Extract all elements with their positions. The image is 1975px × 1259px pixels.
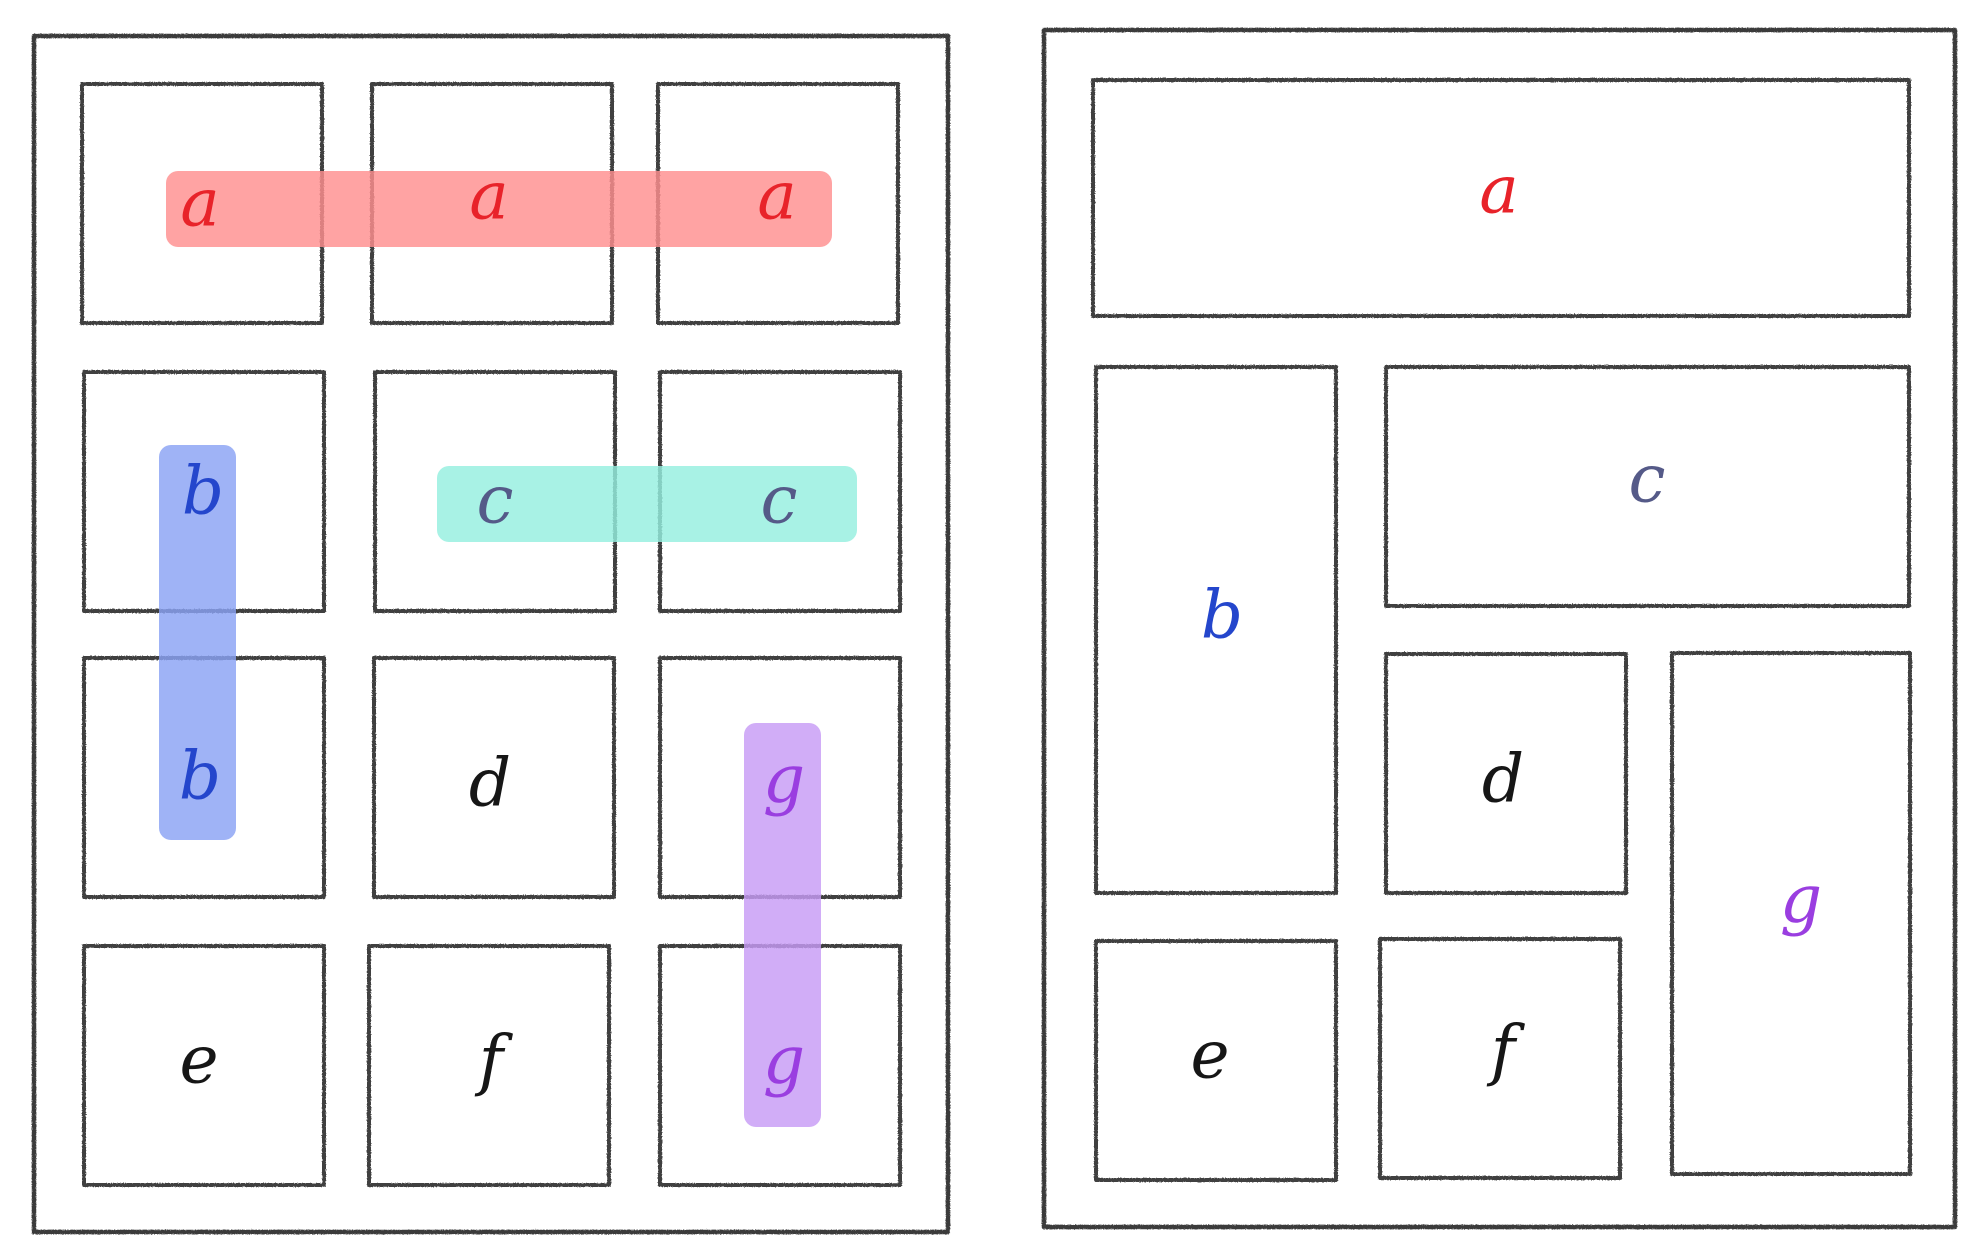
area-box-b [1094,365,1338,895]
right-panel: a b c d g e f [1041,27,1958,1230]
area-band-c [437,466,857,542]
cell-label-r4c3: g [763,1022,805,1099]
area-label-b: b [1201,577,1243,654]
cell-label-r3c3: g [763,741,805,818]
right-layout-areas [1091,78,1912,1182]
cell-label-r1c1: a [180,165,219,242]
area-label-c: c [1629,441,1666,518]
right-container [1041,27,1958,1230]
cell-label-r1c2: a [469,158,508,235]
cell-label-r4c2: f [474,1022,514,1099]
cell-label-r4c1: e [179,1022,218,1099]
area-label-d: d [1482,741,1524,818]
grid-cell-r4c1 [82,944,326,1187]
left-panel: a a a b c c b d g e f g [31,33,951,1235]
grid-cell-r4c2 [367,944,611,1187]
area-box-e [1094,939,1338,1182]
cell-label-r2c3: c [761,462,798,539]
cell-label-r3c1: b [179,738,221,815]
area-band-a [166,171,832,247]
left-container [31,33,951,1235]
area-label-a: a [1479,152,1518,229]
cell-label-r2c1: b [182,453,224,530]
area-label-f: f [1486,1012,1526,1089]
right-layout-labels: a b c d g e f [1190,152,1822,1094]
grid-cell-r3c2 [372,656,616,899]
cell-label-r2c2: c [477,462,514,539]
area-band-g [744,723,821,1127]
area-box-c [1384,365,1911,608]
area-band-b [159,445,236,840]
left-grid-labels: a a a b c c b d g e f g [179,158,805,1099]
area-label-g: g [1780,861,1822,938]
area-box-f [1378,937,1622,1180]
cell-label-r3c2: d [469,745,511,822]
area-label-e: e [1190,1017,1229,1094]
area-box-d [1384,652,1628,895]
area-box-g [1670,651,1912,1176]
cell-label-r1c3: a [757,158,796,235]
area-box-a [1091,78,1911,318]
